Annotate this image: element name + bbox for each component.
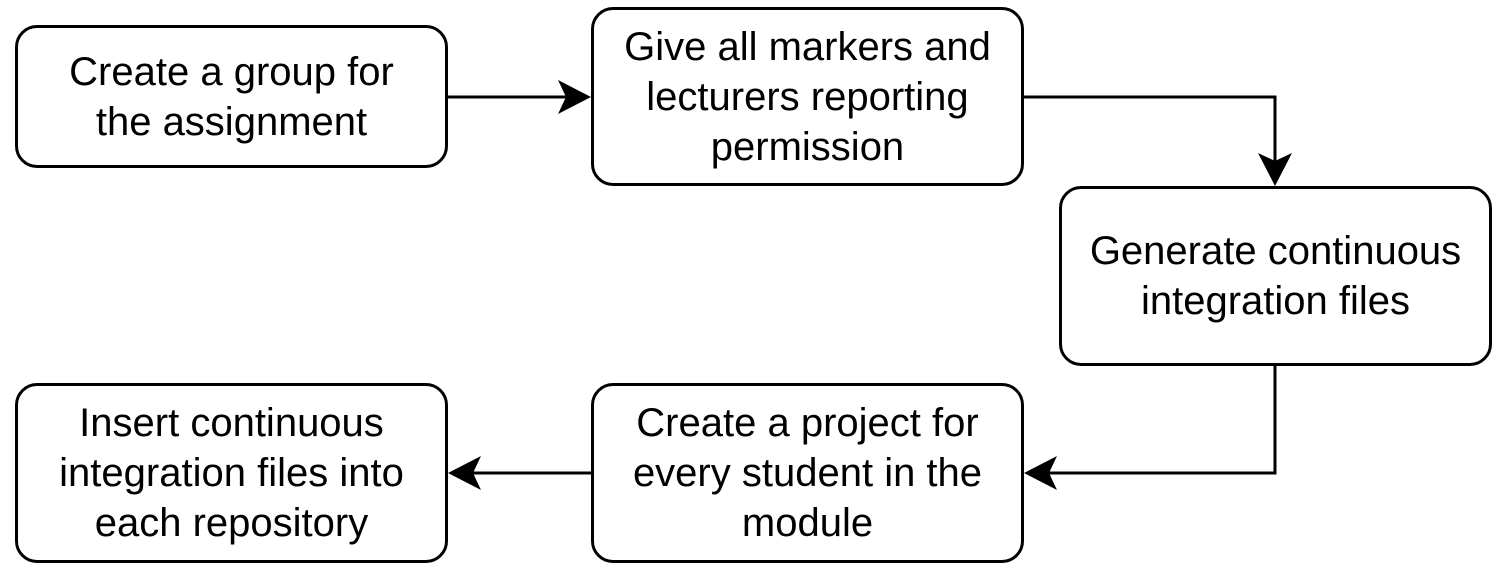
arrow-generate-ci-to-create-project — [1047, 366, 1277, 475]
step-create-group: Create a group for the assignment — [15, 25, 448, 168]
step-insert-ci-files: Insert continuous integration files into… — [15, 383, 448, 563]
step-give-permission: Give all markers and lecturers reporting… — [591, 7, 1024, 186]
arrow-give-permission-to-generate-ci — [1024, 95, 1277, 163]
step-label: Insert continuous integration files into… — [59, 401, 404, 545]
step-label: Give all markers and lecturers reporting… — [624, 24, 991, 169]
step-generate-ci-files: Generate continuous integration files — [1059, 186, 1492, 366]
arrowhead-icon — [448, 456, 481, 490]
step-create-project: Create a project for every student in th… — [591, 383, 1024, 563]
step-label: Create a group for the assignment — [69, 49, 394, 144]
step-label: Create a project for every student in th… — [632, 401, 983, 545]
arrowhead-icon — [1024, 456, 1057, 490]
arrowhead-icon — [1258, 153, 1292, 186]
arrowhead-icon — [558, 80, 591, 114]
step-label: Generate continuous integration files — [1089, 229, 1462, 323]
